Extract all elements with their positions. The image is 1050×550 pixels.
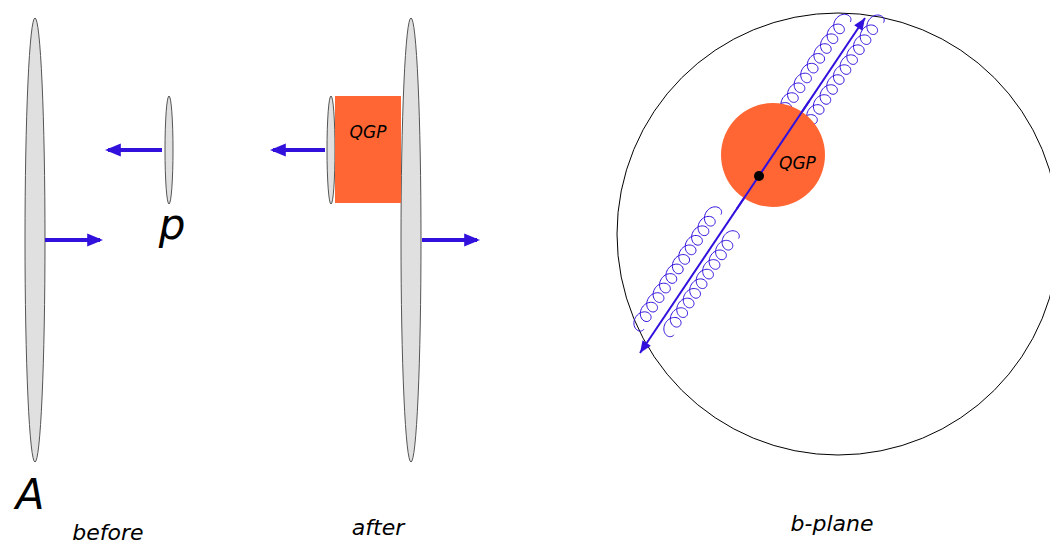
gluon-radiation bbox=[634, 14, 884, 336]
arrowhead bbox=[640, 340, 651, 353]
panel-caption: b-plane bbox=[791, 513, 874, 535]
panel-caption: before bbox=[72, 522, 143, 544]
particle-label: A bbox=[16, 474, 45, 516]
nucleus-disk bbox=[401, 18, 421, 462]
velocity-arrow bbox=[422, 238, 477, 242]
region-label: QGP bbox=[779, 155, 816, 172]
region-label: QGP bbox=[350, 124, 387, 141]
particle-label: p bbox=[159, 204, 186, 246]
arrowheads bbox=[640, 18, 865, 353]
production-point bbox=[754, 171, 764, 181]
panel-caption: after bbox=[352, 517, 404, 539]
gluon-coil bbox=[664, 231, 739, 337]
velocity-arrow bbox=[108, 148, 162, 152]
dijet-axis bbox=[640, 18, 865, 353]
velocity-arrow bbox=[45, 238, 100, 242]
qgp-cylinder: QGP bbox=[335, 96, 401, 203]
nucleus-outline bbox=[617, 13, 1050, 455]
proton-disk bbox=[327, 96, 335, 204]
velocity-arrow bbox=[273, 148, 325, 152]
proton-disk bbox=[165, 96, 173, 204]
qgp-region: QGP bbox=[721, 103, 825, 207]
nucleus-disk bbox=[25, 18, 45, 462]
